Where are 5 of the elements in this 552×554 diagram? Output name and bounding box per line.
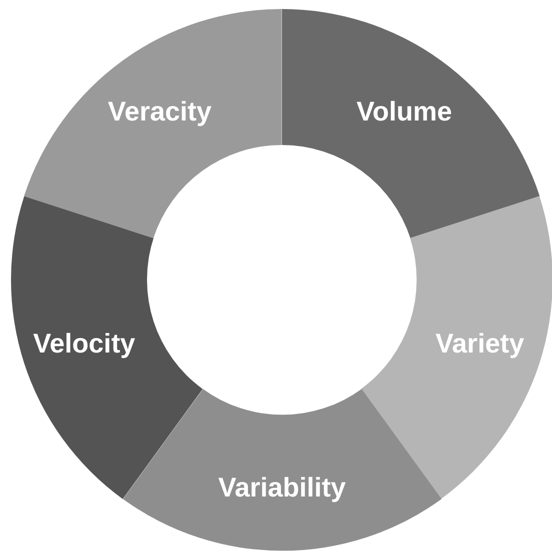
segment-label: Velocity	[33, 328, 136, 360]
segment-label: Veracity	[108, 96, 212, 128]
segment-label: Volume	[356, 96, 452, 128]
segment-label: Variability	[218, 472, 346, 504]
segment-label: Variety	[436, 328, 524, 360]
